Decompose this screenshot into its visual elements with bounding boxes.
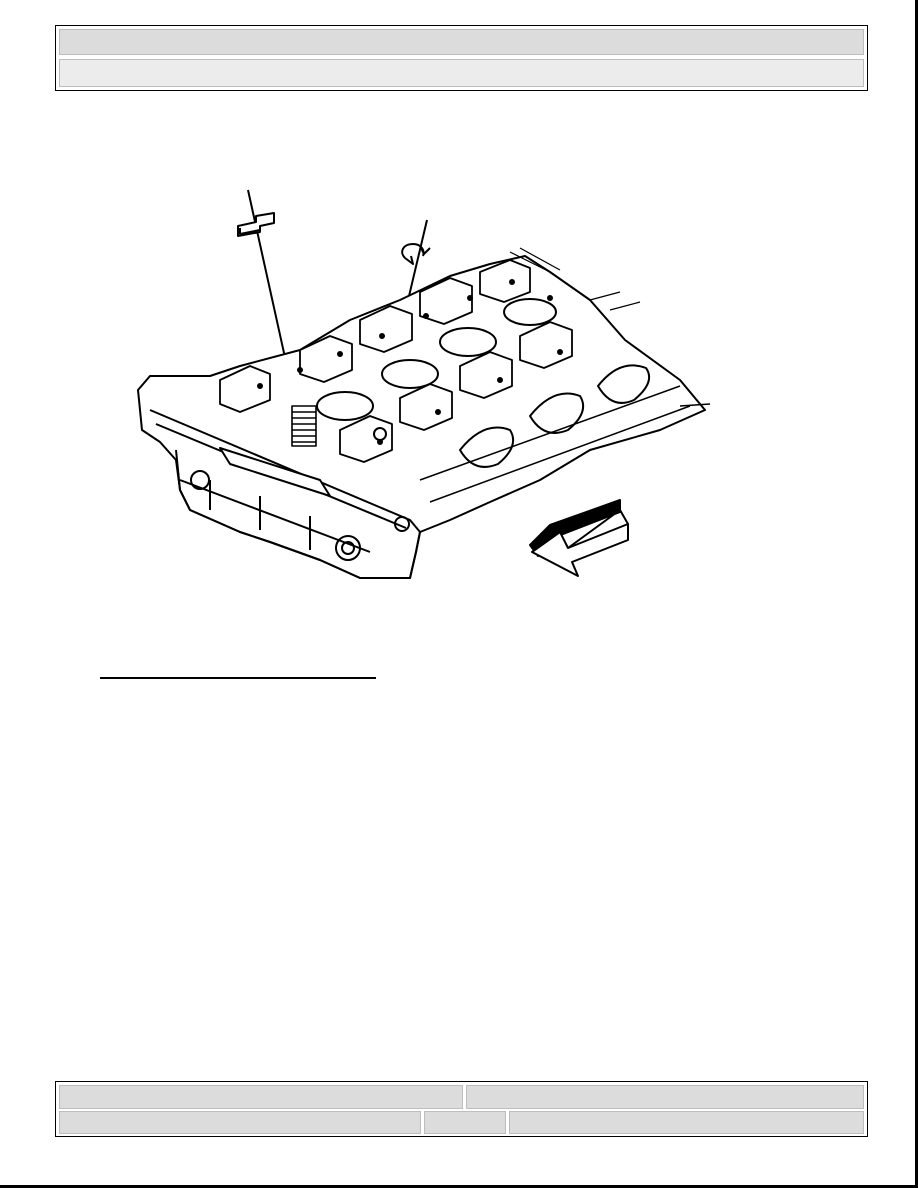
front-direction-arrow-icon (529, 499, 629, 577)
rotate-arrow-icon (401, 243, 431, 265)
document-footer (55, 1081, 868, 1137)
figure-caption-divider (100, 677, 376, 679)
engine-cylinder-head-illustration (120, 180, 730, 600)
tool-icon (237, 212, 275, 237)
document-header (55, 25, 868, 91)
header-title (59, 29, 864, 55)
footer-right-bottom (509, 1111, 864, 1134)
footer-right-top (466, 1085, 864, 1109)
footer-left-top (59, 1085, 463, 1109)
valve-spring (291, 405, 317, 447)
footer-left-bottom (59, 1111, 421, 1134)
footer-middle-bottom (424, 1111, 506, 1134)
header-subtitle (59, 59, 864, 87)
